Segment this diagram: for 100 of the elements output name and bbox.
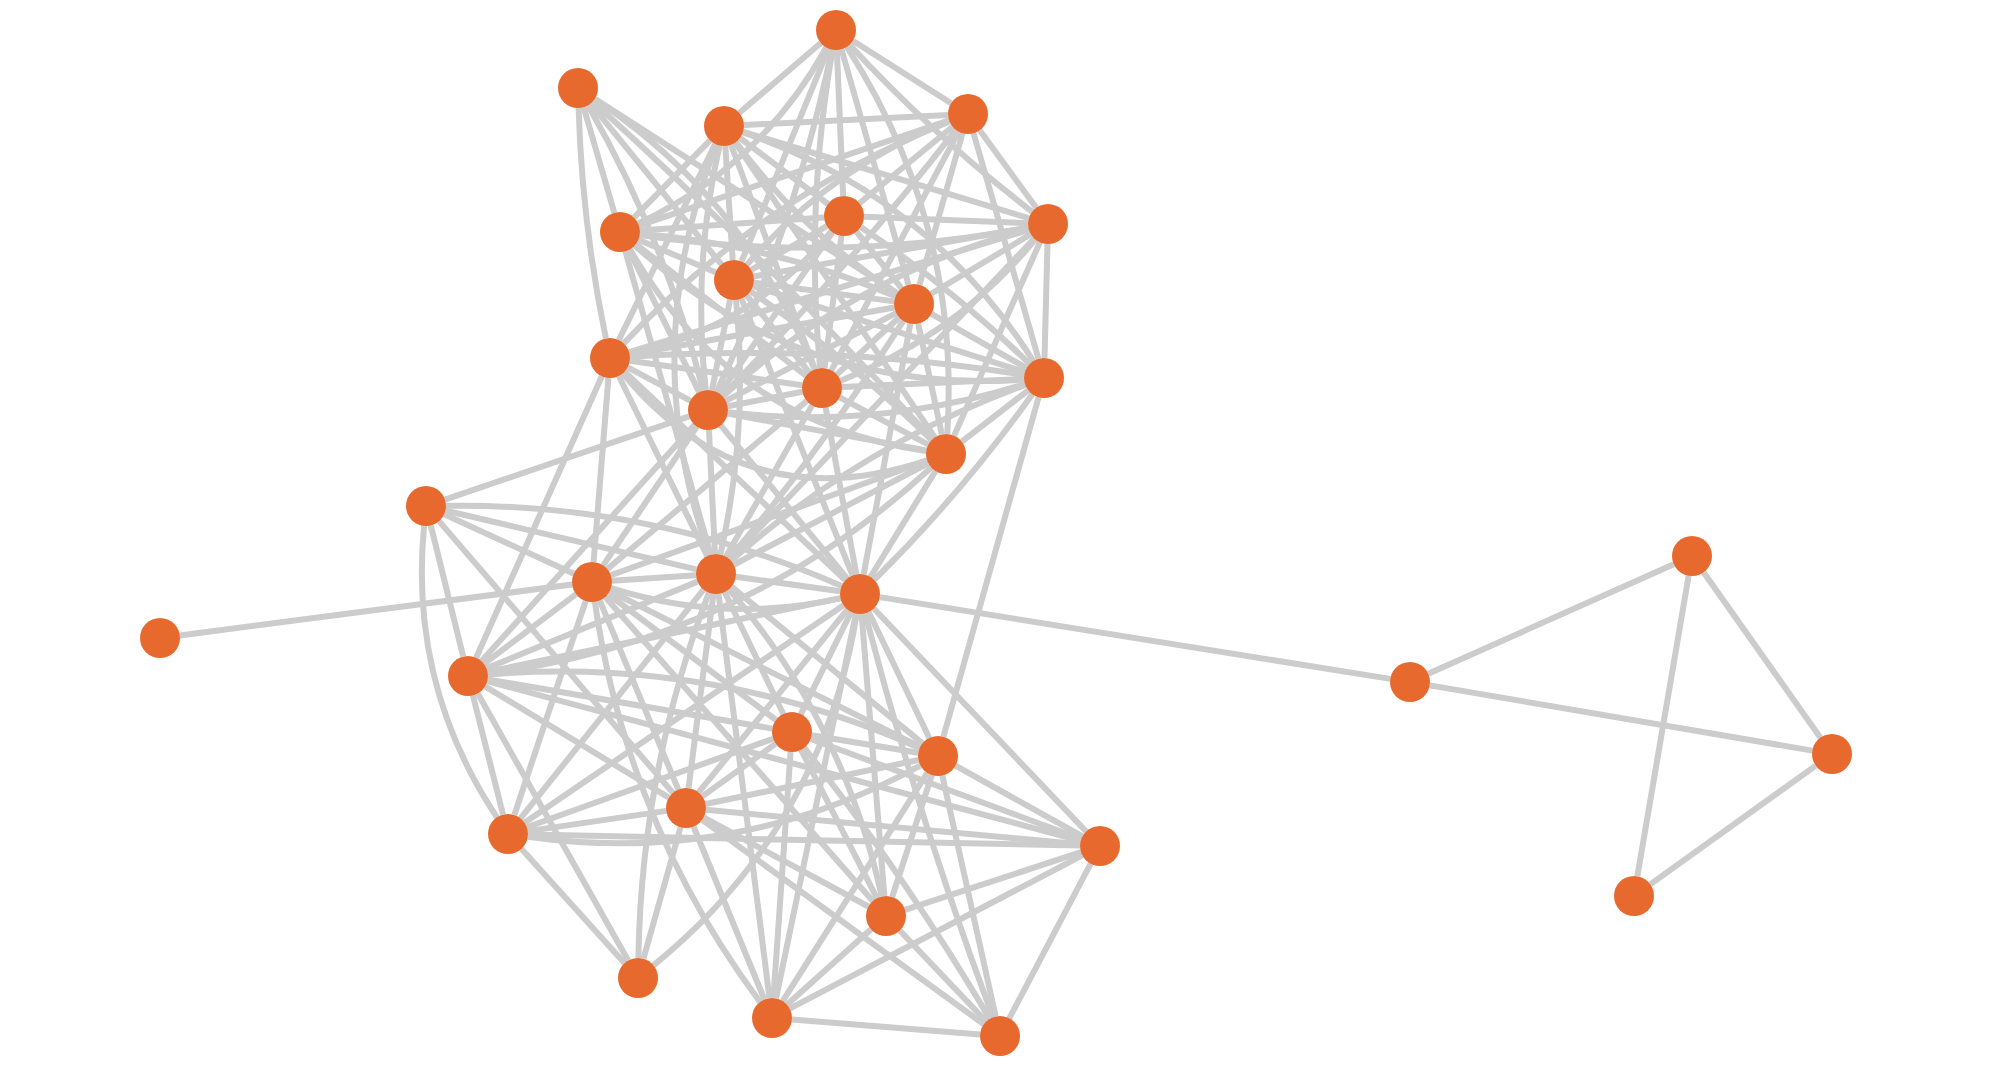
- network-link: [733, 140, 899, 296]
- network-link: [608, 588, 922, 750]
- network-link: [527, 762, 922, 847]
- network-link: [591, 601, 763, 1004]
- network-link: [791, 1016, 981, 1038]
- network-link: [834, 315, 902, 377]
- network-link: [616, 142, 718, 342]
- network-link: [588, 101, 724, 267]
- network-link: [580, 106, 618, 214]
- network-link: [487, 668, 921, 751]
- network-link: [446, 502, 843, 589]
- network-link: [179, 581, 573, 639]
- network-link: [640, 826, 684, 960]
- network-link: [862, 612, 996, 1019]
- network-link: [1429, 682, 1813, 754]
- network-link: [798, 748, 880, 900]
- network-link: [487, 676, 773, 732]
- network-link: [525, 735, 775, 831]
- network-link: [838, 394, 930, 448]
- network-link: [627, 247, 927, 455]
- network-node: [894, 284, 934, 324]
- network-link: [847, 42, 1034, 215]
- network-link: [442, 511, 576, 577]
- network-link: [897, 928, 989, 1024]
- network-link: [622, 369, 848, 583]
- network-link: [735, 573, 841, 595]
- network-link: [822, 407, 860, 575]
- network-link: [752, 283, 1026, 375]
- network-link: [616, 374, 710, 558]
- network-link: [685, 593, 717, 789]
- network-link: [596, 599, 682, 791]
- network-link: [904, 849, 1082, 913]
- network-node: [448, 656, 488, 696]
- network-link: [590, 377, 612, 563]
- network-link: [738, 297, 856, 577]
- network-link: [708, 299, 734, 391]
- network-link: [801, 745, 993, 1021]
- network-link: [690, 825, 768, 1001]
- network-link: [821, 235, 845, 369]
- network-link: [483, 683, 671, 801]
- network-link: [635, 591, 712, 959]
- network-node: [1614, 876, 1654, 916]
- network-node: [1024, 358, 1064, 398]
- network-link: [620, 371, 928, 481]
- network-link: [780, 771, 930, 1003]
- network-link: [717, 299, 743, 556]
- network-link: [727, 388, 803, 410]
- network-node: [140, 618, 180, 658]
- network-link: [486, 595, 842, 675]
- network-link: [717, 230, 835, 396]
- network-link: [839, 237, 1038, 384]
- network-link: [726, 587, 885, 898]
- network-link: [970, 132, 1042, 360]
- network-link: [606, 591, 778, 723]
- network-node: [772, 712, 812, 752]
- network-link: [977, 128, 1039, 210]
- network-link: [879, 594, 1391, 682]
- network-link: [940, 396, 1042, 738]
- network-link: [1041, 243, 1051, 359]
- network-link: [721, 590, 787, 716]
- network-link: [844, 45, 952, 435]
- network-link: [1634, 575, 1692, 877]
- network-link: [511, 600, 589, 816]
- network-link: [867, 469, 939, 579]
- network-link: [748, 288, 934, 443]
- network-link: [605, 398, 809, 572]
- network-node: [918, 736, 958, 776]
- network-node: [488, 814, 528, 854]
- network-node: [816, 10, 856, 50]
- network-link: [724, 310, 898, 404]
- network-link: [518, 587, 706, 821]
- network-link: [889, 774, 935, 898]
- network-link: [651, 613, 860, 968]
- network-link: [954, 763, 1084, 839]
- network-link: [833, 49, 847, 197]
- network-link: [585, 103, 707, 392]
- network-node: [752, 998, 792, 1038]
- network-link: [860, 323, 914, 575]
- network-link: [575, 107, 609, 339]
- network-link: [939, 774, 999, 1018]
- network-link: [863, 213, 1029, 227]
- network-link: [915, 322, 945, 436]
- network-link: [479, 422, 697, 664]
- network-link: [470, 694, 506, 816]
- network-link: [951, 241, 1043, 437]
- network-link: [482, 591, 578, 667]
- network-link: [770, 751, 794, 999]
- network-link: [705, 757, 919, 807]
- network-node: [572, 562, 612, 602]
- network-link: [522, 602, 846, 826]
- network-link: [929, 311, 1029, 371]
- network-node: [666, 788, 706, 828]
- network-link: [858, 224, 1032, 367]
- network-link: [700, 741, 778, 799]
- network-link: [784, 927, 874, 1007]
- network-node: [714, 260, 754, 300]
- network-link: [444, 507, 698, 573]
- network-link: [722, 145, 736, 261]
- network-link: [698, 144, 723, 391]
- network-link: [621, 118, 951, 346]
